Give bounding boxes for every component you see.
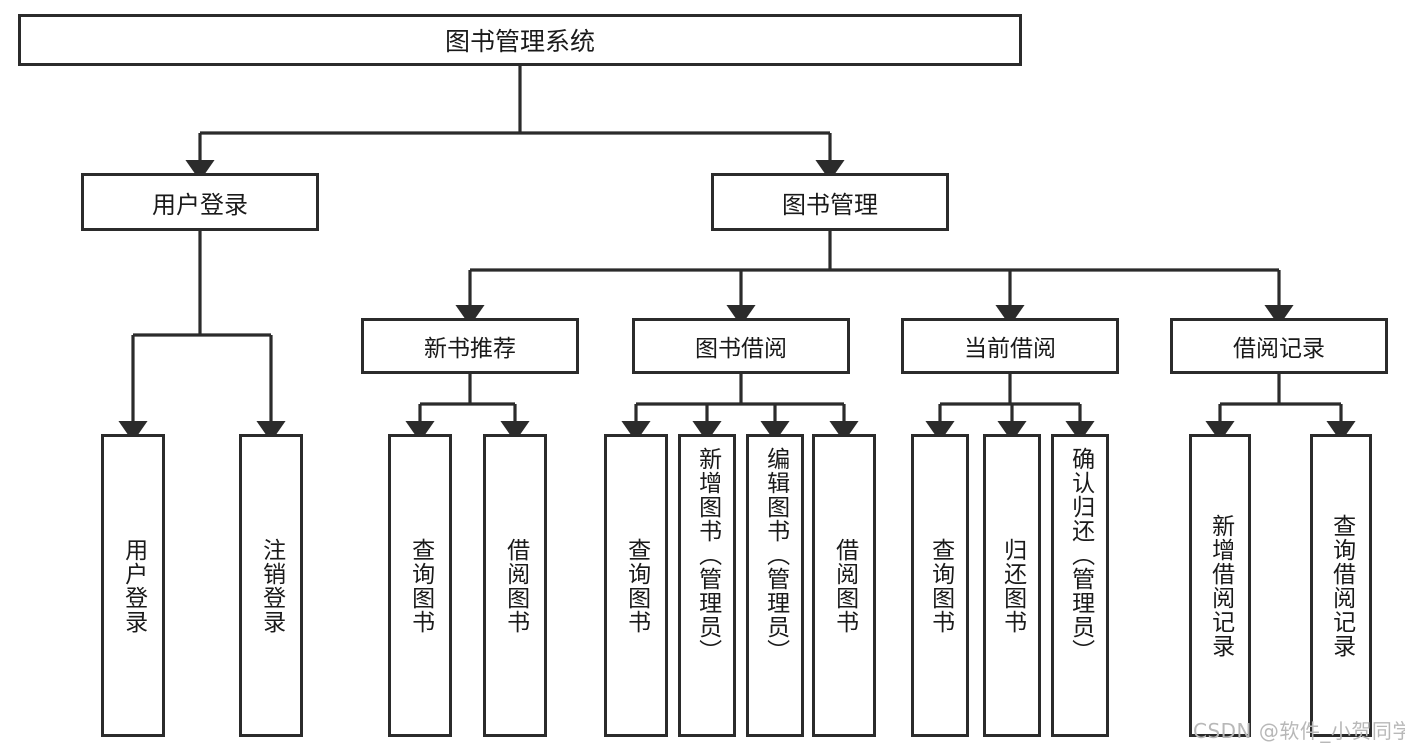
node-borrow-record[interactable]: 借阅记录 bbox=[1170, 318, 1388, 374]
leaf-borrow-query-book[interactable]: 查询图书 bbox=[604, 434, 668, 737]
leaf-add-book-admin[interactable]: 新增图书（管理员） bbox=[678, 434, 736, 737]
leaf-borrow-query-book-label: 查询图书 bbox=[623, 537, 650, 634]
leaf-edit-book-admin-label: 编辑图书（管理员） bbox=[762, 447, 789, 663]
node-book-management[interactable]: 图书管理 bbox=[711, 173, 949, 231]
leaf-return-book-label: 归还图书 bbox=[999, 537, 1026, 634]
leaf-newbook-query-book[interactable]: 查询图书 bbox=[388, 434, 452, 737]
leaf-current-query-book-label: 查询图书 bbox=[927, 537, 954, 634]
leaf-logout[interactable]: 注销登录 bbox=[239, 434, 303, 737]
leaf-borrow-lend-book-label: 借阅图书 bbox=[831, 537, 858, 634]
leaf-add-borrow-record[interactable]: 新增借阅记录 bbox=[1189, 434, 1251, 737]
node-new-book-recommend[interactable]: 新书推荐 bbox=[361, 318, 579, 374]
leaf-confirm-return-admin-label: 确认归还（管理员） bbox=[1067, 447, 1094, 663]
node-root[interactable]: 图书管理系统 bbox=[18, 14, 1022, 66]
node-borrow-record-label: 借阅记录 bbox=[1233, 336, 1325, 362]
leaf-confirm-return-admin[interactable]: 确认归还（管理员） bbox=[1051, 434, 1109, 737]
leaf-user-login[interactable]: 用户登录 bbox=[101, 434, 165, 737]
leaf-add-book-admin-label: 新增图书（管理员） bbox=[694, 447, 721, 663]
csdn-watermark: CSDN @软件_小贺同学 bbox=[1193, 719, 1405, 743]
leaf-newbook-borrow-book-label: 借阅图书 bbox=[502, 537, 529, 634]
node-new-book-recommend-label: 新书推荐 bbox=[424, 336, 516, 362]
leaf-add-borrow-record-label: 新增借阅记录 bbox=[1207, 513, 1234, 658]
node-current-borrow-label: 当前借阅 bbox=[964, 336, 1056, 362]
node-user-login[interactable]: 用户登录 bbox=[81, 173, 319, 231]
leaf-return-book[interactable]: 归还图书 bbox=[983, 434, 1041, 737]
leaf-newbook-borrow-book[interactable]: 借阅图书 bbox=[483, 434, 547, 737]
leaf-logout-label: 注销登录 bbox=[258, 537, 285, 634]
leaf-current-query-book[interactable]: 查询图书 bbox=[911, 434, 969, 737]
leaf-query-borrow-record[interactable]: 查询借阅记录 bbox=[1310, 434, 1372, 737]
leaf-query-borrow-record-label: 查询借阅记录 bbox=[1328, 513, 1355, 658]
leaf-borrow-lend-book[interactable]: 借阅图书 bbox=[812, 434, 876, 737]
node-book-borrow-label: 图书借阅 bbox=[695, 336, 787, 362]
node-current-borrow[interactable]: 当前借阅 bbox=[901, 318, 1119, 374]
node-book-management-label: 图书管理 bbox=[782, 190, 878, 219]
leaf-user-login-label: 用户登录 bbox=[120, 537, 147, 634]
node-root-label: 图书管理系统 bbox=[444, 27, 595, 56]
node-book-borrow[interactable]: 图书借阅 bbox=[632, 318, 850, 374]
leaf-newbook-query-book-label: 查询图书 bbox=[407, 537, 434, 634]
node-user-login-label: 用户登录 bbox=[152, 190, 248, 219]
leaf-edit-book-admin[interactable]: 编辑图书（管理员） bbox=[746, 434, 804, 737]
